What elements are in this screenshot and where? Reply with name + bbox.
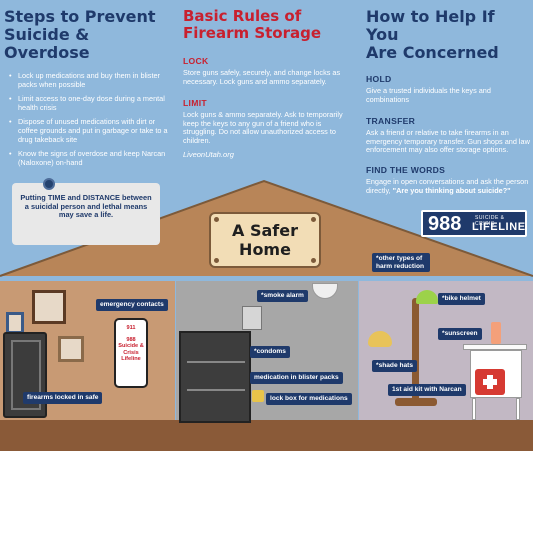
help-title-line1: How to Help If You xyxy=(366,7,495,44)
smoke-alarm-label: *smoke alarm xyxy=(257,290,308,302)
website-link[interactable]: LiveonUtah.org xyxy=(183,149,234,159)
words-quote: "Are you thinking about suicide?" xyxy=(392,185,511,195)
transfer-text: Ask a friend or relative to take firearm… xyxy=(366,128,530,155)
overdose-bullets: Lock up medications and buy them in blis… xyxy=(4,71,174,167)
transfer-heading: TRANSFER xyxy=(366,116,416,127)
sign-line1: A Safer xyxy=(232,221,298,240)
hold-text: Give a trusted individuals the keys and … xyxy=(366,86,491,104)
table-leg xyxy=(472,398,476,420)
overdose-column: Steps to Prevent Suicide & Overdose Lock… xyxy=(4,8,174,173)
bullet-item: Know the signs of overdose and keep Narc… xyxy=(4,149,174,167)
firearm-column: Basic Rules of Firearm Storage LOCK Stor… xyxy=(183,8,353,159)
phone-line: Suicide & xyxy=(118,343,144,350)
lock-icon xyxy=(252,390,264,402)
phone-icon: 911 988 Suicide & Crisis Lifeline xyxy=(114,318,148,388)
limit-text: Lock guns & ammo separately. Ask to temp… xyxy=(183,110,343,145)
nail-icon xyxy=(214,258,219,263)
medicine-cabinet-icon xyxy=(179,331,251,423)
side-table-top xyxy=(463,344,527,350)
condoms-label: *condoms xyxy=(250,346,290,358)
overdose-title-line1: Steps to Prevent xyxy=(4,7,156,26)
gun-safe-icon xyxy=(3,332,47,418)
lock-heading: LOCK xyxy=(183,56,209,66)
harm-reduction-label: *other types of harm reduction xyxy=(372,253,430,273)
blister-pack-label: medication in blister packs xyxy=(250,372,343,384)
pushpin-icon xyxy=(43,178,55,190)
sun-hat-icon xyxy=(368,331,392,347)
firearms-safe-label: firearms locked in safe xyxy=(23,392,103,404)
cabinet-shelf xyxy=(187,389,245,391)
bullet-item: Lock up medications and buy them in blis… xyxy=(4,71,174,89)
floor xyxy=(0,420,533,451)
table-leg xyxy=(516,398,520,420)
coat-rack-icon xyxy=(412,298,419,402)
safe-door xyxy=(11,340,41,410)
lock-text: Store guns safely, securely, and change … xyxy=(183,68,341,86)
overdose-title: Steps to Prevent Suicide & Overdose xyxy=(4,8,174,62)
bike-helmet-label: *bike helmet xyxy=(438,293,485,305)
bike-helmet-icon xyxy=(416,290,438,304)
words-text: Engage in open conversations and ask the… xyxy=(366,176,530,195)
phone-line: 988 xyxy=(126,336,136,343)
hold-heading: HOLD xyxy=(366,74,392,84)
sunscreen-bottle-icon xyxy=(491,322,501,344)
shade-hats-label: *shade hats xyxy=(372,360,418,372)
words-text-body: Engage in open conversations and ask the… xyxy=(366,176,529,195)
nail-icon xyxy=(214,217,219,222)
first-aid-label: 1st aid kit with Narcan xyxy=(388,384,466,396)
sign-line2: Home xyxy=(239,240,291,259)
lifeline-badge: 988 SUICIDE & CRISIS LIFELINE xyxy=(421,210,527,237)
family-photo-icon xyxy=(32,290,66,324)
firearm-title-line1: Basic Rules of xyxy=(183,7,302,25)
emergency-contacts-label: emergency contacts xyxy=(96,299,168,311)
time-distance-note: Putting TIME and DISTANCE between a suic… xyxy=(12,183,160,245)
limit-heading: LIMIT xyxy=(183,98,207,109)
help-column: How to Help If You Are Concerned HOLD Gi… xyxy=(366,8,530,195)
bullet-item: Dispose of unused medications with dirt … xyxy=(4,118,174,144)
lock-box-label: lock box for medications xyxy=(266,393,352,405)
photo-frame-icon xyxy=(58,336,84,362)
small-photo-icon xyxy=(6,312,24,334)
poster: Steps to Prevent Suicide & Overdose Lock… xyxy=(0,0,533,451)
help-title: How to Help If You Are Concerned xyxy=(366,8,530,62)
overdose-title-line2: Suicide & Overdose xyxy=(4,25,90,62)
sunscreen-label: *sunscreen xyxy=(438,328,482,340)
lifeline-number: 988 xyxy=(428,213,462,235)
lifeline-word: LIFELINE xyxy=(472,221,526,233)
cabinet-shelf xyxy=(187,361,245,363)
nail-icon xyxy=(311,258,316,263)
phone-line: 911 xyxy=(126,325,136,331)
safer-home-sign: A Safer Home xyxy=(209,212,321,268)
first-aid-kit-icon xyxy=(475,369,505,395)
help-title-line2: Are Concerned xyxy=(366,43,499,62)
phone-line: Lifeline xyxy=(121,356,141,363)
lifeline-subtitle: SUICIDE & CRISIS xyxy=(475,215,505,227)
words-heading: FIND THE WORDS xyxy=(366,164,446,175)
coat-rack-base xyxy=(395,398,437,406)
nail-icon xyxy=(311,217,316,222)
firearm-title-line2: Firearm Storage xyxy=(183,24,322,42)
firearm-title: Basic Rules of Firearm Storage xyxy=(183,8,353,42)
tissue-box-icon xyxy=(242,306,262,330)
phone-line: Crisis xyxy=(123,349,139,356)
bullet-item: Limit access to one-day dose during a me… xyxy=(4,94,174,112)
